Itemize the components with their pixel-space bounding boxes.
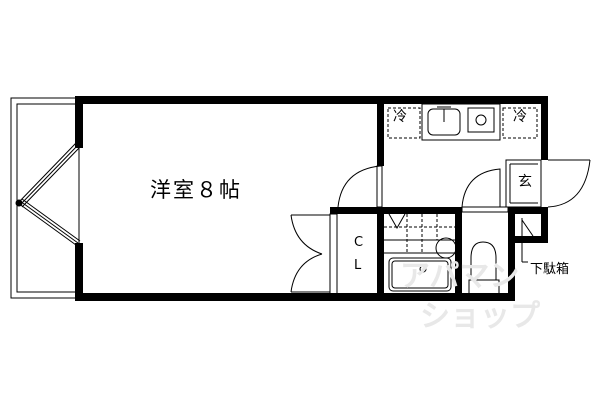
western-room-label: 洋室８帖 — [150, 178, 242, 202]
balcony-door — [15, 142, 81, 246]
fridge-left-label: 冷 — [393, 109, 407, 125]
walls — [75, 96, 548, 301]
closet-label-c: C — [354, 235, 364, 250]
balcony — [10, 97, 80, 299]
closet-doors — [290, 214, 330, 293]
closet — [329, 213, 338, 295]
shoe-box-marker — [521, 218, 534, 263]
closet-label-l: L — [354, 258, 362, 273]
room-door — [337, 165, 383, 208]
entrance — [505, 159, 591, 208]
shoe-box-label: 下駄箱 — [530, 262, 570, 277]
toilet — [468, 241, 500, 295]
watermark-line2: ショップ — [420, 299, 540, 334]
watermark-line1: アパマン — [400, 259, 520, 294]
bathroom — [384, 213, 457, 292]
entrance-label: 玄 — [518, 174, 532, 190]
bathroom-tiles — [384, 214, 455, 253]
fridge-right-label: 冷 — [513, 109, 527, 125]
kitchen-counter — [421, 103, 501, 141]
fridge-spaces — [387, 107, 538, 139]
entrance-inner-door — [461, 168, 509, 213]
